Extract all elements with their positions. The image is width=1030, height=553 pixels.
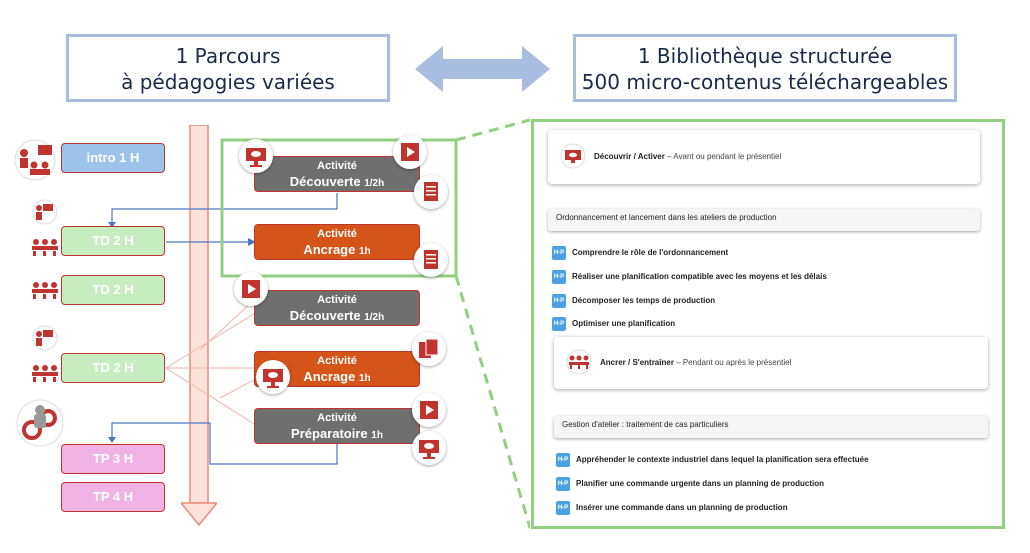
bibliotheque-title: 1 Bibliothèque structurée [637,44,893,68]
activity-preparatoire: Activité Préparatoire 1h [254,408,420,444]
activity-name: Découverte 1/2h [255,307,419,326]
activity-title: Préparatoire [291,426,368,441]
tp-session: TP 3 H [61,444,165,474]
list-item-label: Réaliser une planification compatible av… [572,272,827,282]
group-icon [564,349,594,377]
activity-duration: 1h [371,430,383,441]
group-icon [32,365,58,382]
hp-badge-icon: H-P [552,294,566,308]
list-item-label: Optimiser une planification [572,319,676,329]
list-item[interactable]: H-P Insérer une commande dans un planning… [556,501,788,515]
parcours-subtitle: à pédagogies variées [121,70,335,94]
activity-duration: 1h [358,373,371,384]
tp-session-label: TP 4 H [92,489,134,504]
list-item[interactable]: H-P Comprendre le rôle de l'ordonnancemen… [552,246,728,260]
activity-title: Découverte [289,174,361,189]
activity-kind: Activité [317,160,357,172]
list-item-label: Comprendre le rôle de l'ordonnancement [572,248,729,258]
td-session: TD 2 H [61,353,165,383]
td-session: TD 2 H [61,226,165,256]
group-icon [32,239,58,256]
list-item[interactable]: H-P Réaliser une planification compatible… [552,270,827,284]
tp-session: TP 4 H [61,482,165,512]
discover-card-text: Découvrir / Activer – Avant ou pendant l… [594,152,781,161]
td-session: TD 2 H [61,275,165,305]
document-icon [414,243,448,277]
anchor-card-subtitle: – Pendant ou après le présentiel [673,358,792,367]
hp-badge-icon: H-P [552,317,566,331]
group-icon [32,282,58,299]
list-item[interactable]: H-P Optimiser une planification [552,317,675,331]
activity-kind: Activité [317,355,357,367]
tp-session-label: TP 3 H [92,451,134,466]
anchor-card-text: Ancrer / S'entraîner – Pendant ou après … [600,358,791,367]
activity-name: Préparatoire 1h [255,425,419,444]
intro-session: intro 1 H [61,143,165,173]
td-session-label: TD 2 H [92,282,134,297]
bibliotheque-header: 1 Bibliothèque structurée 500 micro-cont… [573,34,957,102]
activity-duration: 1h [358,246,371,257]
hp-badge-icon: H-P [556,501,570,515]
list-item[interactable]: H-P Appréhender le contexte industriel da… [556,453,869,467]
activity-ancrage: Activité Ancrage 1h [254,224,420,260]
activity-name: Ancrage 1h [255,241,419,260]
activity-name: Découverte 1/2h [255,173,419,192]
list-item[interactable]: H-P Décomposer les temps de production [552,294,715,308]
bibliotheque-subtitle: 500 micro-contenus téléchargeables [581,70,949,94]
section-header[interactable]: Ordonnancement et lancement dans les ate… [548,209,980,231]
activity-decouverte: Activité Découverte 1/2h [254,290,420,326]
video-icon [393,135,427,169]
activity-title: Ancrage [303,369,356,384]
library-panel: Découvrir / Activer – Avant ou pendant l… [531,119,1005,529]
trainer-group-icon [14,139,56,181]
discover-card[interactable]: Découvrir / Activer – Avant ou pendant l… [548,130,980,184]
screen-icon [239,139,273,173]
screen-icon [560,143,586,171]
hp-badge-icon: H-P [556,453,570,467]
screen-icon [256,360,290,394]
activity-title: Ancrage [303,242,356,257]
activity-kind: Activité [317,294,357,306]
screen-icon [412,431,446,465]
section-title: Ordonnancement et lancement dans les ate… [556,213,777,222]
trainer-icon [32,325,58,351]
documents-icon [412,332,446,366]
list-item-label: Décomposer les temps de production [572,296,716,306]
activity-duration: 1/2h [364,312,385,323]
parcours-title: 1 Parcours [175,44,281,68]
timeline-arrow [181,125,217,527]
discover-card-title: Découvrir / Activer [594,152,665,161]
td-session-label: TD 2 H [92,360,134,375]
activity-name: Ancrage 1h [255,368,419,387]
gears-icon [16,399,64,447]
td-session-label: TD 2 H [92,233,134,248]
hp-badge-icon: H-P [552,270,566,284]
trainer-icon [32,199,58,225]
video-icon [412,393,446,427]
anchor-card[interactable]: Ancrer / S'entraîner – Pendant ou après … [554,337,988,389]
activity-title: Découverte [289,308,361,323]
discover-card-subtitle: – Avant ou pendant le présentiel [664,152,782,161]
parcours-header: 1 Parcours à pédagogies variées [66,34,390,102]
list-item-label: Planifier une commande urgente dans un p… [576,479,825,489]
section-header[interactable]: Gestion d'atelier : traitement de cas pa… [554,416,988,438]
activity-duration: 1/2h [364,178,385,189]
connection-lines [108,118,530,529]
intro-session-label: intro 1 H [86,150,140,165]
video-icon [234,272,268,306]
activity-kind: Activité [317,228,357,240]
section-title: Gestion d'atelier : traitement de cas pa… [562,420,729,429]
list-item-label: Insérer une commande dans un planning de… [576,503,788,513]
activity-kind: Activité [317,412,357,424]
list-item-label: Appréhender le contexte industriel dans … [576,455,869,465]
activity-decouverte: Activité Découverte 1/2h [254,156,420,192]
hp-badge-icon: H-P [552,246,566,260]
document-icon [414,175,448,209]
double-arrow-icon [415,46,550,92]
list-item[interactable]: H-P Planifier une commande urgente dans u… [556,477,824,491]
hp-badge-icon: H-P [556,477,570,491]
anchor-card-title: Ancrer / S'entraîner [600,358,674,367]
